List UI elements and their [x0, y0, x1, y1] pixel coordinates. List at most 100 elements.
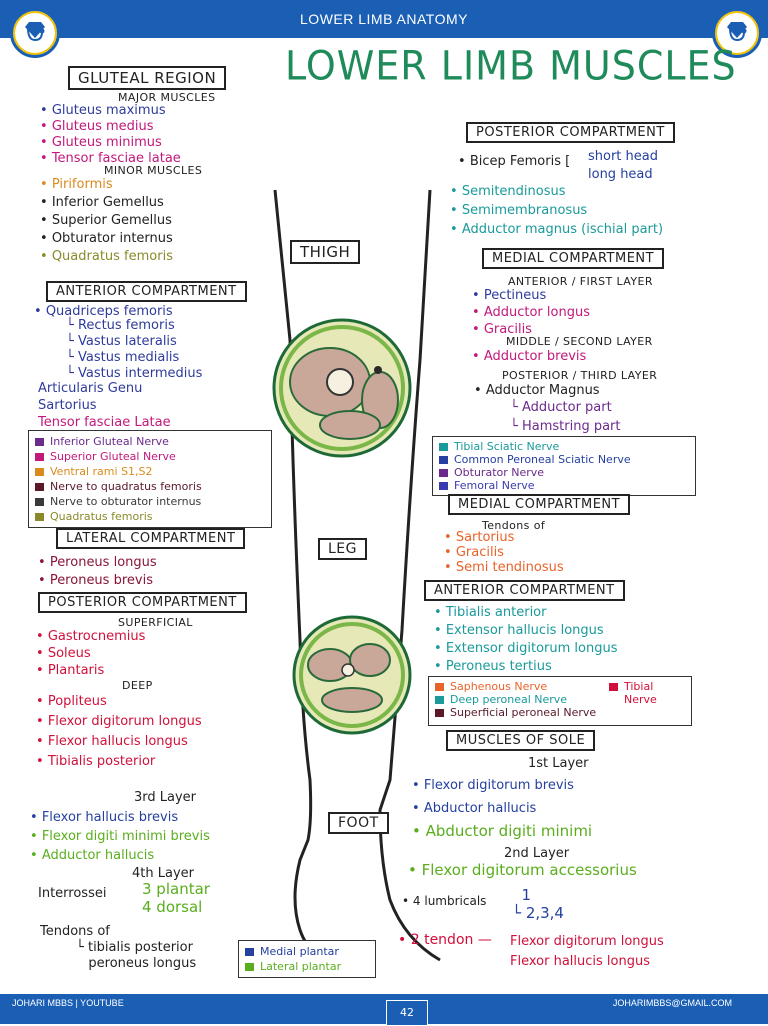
quadriceps-label: • Quadriceps femoris	[34, 304, 173, 319]
list-item: • Peroneus brevis	[38, 573, 153, 588]
layer4-label: 4th Layer	[132, 866, 194, 881]
list-item: • Plantaris	[36, 663, 105, 678]
list-item: • Flexor hallucis brevis	[30, 810, 179, 825]
stethoscope-icon	[727, 22, 747, 42]
legend-item: Saphenous Nerve	[435, 680, 685, 693]
list-item: • Pectineus	[472, 288, 547, 303]
list-item: Sartorius	[38, 398, 97, 413]
list-item: • Flexor digitorum longus	[36, 714, 202, 729]
third-layer-label: POSTERIOR / THIRD LAYER	[502, 369, 658, 382]
list-item: • Abductor hallucis	[412, 801, 537, 816]
interossei-sub-list: 3 plantar 4 dorsal	[142, 880, 210, 916]
list-item: • Gluteus medius	[40, 119, 154, 134]
magnus-parts-list: └ Adductor part └ Hamstring part	[510, 398, 620, 436]
gluteal-major-list: • Gluteus maximus • Gluteus medius • Glu…	[40, 103, 181, 167]
legend-item: Ventral rami S1,S2	[35, 464, 265, 479]
list-item: 1	[521, 886, 532, 904]
list-item: • Gluteus minimus	[40, 135, 162, 150]
legend-item: Nerve to quadratus femoris	[35, 479, 265, 494]
list-item: • Semimembranosus	[450, 203, 588, 218]
swatch-icon	[439, 481, 448, 490]
minor-muscles-label: MINOR MUSCLES	[104, 164, 203, 177]
list-item: short head	[588, 149, 658, 164]
tendons-of-label: Tendons of	[482, 519, 546, 532]
swatch-icon	[439, 442, 448, 451]
leg-medial-list: • Sartorius • Gracilis • Semi tendinosus	[444, 530, 564, 575]
header-title: LOWER LIMB ANATOMY	[300, 11, 468, 27]
list-item: • Flexor hallucis longus	[36, 734, 188, 749]
list-item: └ Rectus femoris	[66, 318, 175, 333]
list-item: Articularis Genu	[38, 381, 143, 396]
swatch-icon	[35, 512, 44, 521]
list-item: • Obturator internus	[40, 231, 173, 246]
tendon-items-list: Flexor digitorum longus Flexor hallucis …	[510, 932, 664, 972]
region-label-foot: FOOT	[328, 812, 389, 834]
thigh-anterior-title: ANTERIOR COMPARTMENT	[46, 281, 247, 302]
list-item: • Gluteus maximus	[40, 103, 166, 118]
thigh-posterior-title: POSTERIOR COMPARTMENT	[466, 122, 675, 143]
swatch-icon	[35, 437, 44, 446]
list-item: peroneus longus	[88, 956, 197, 971]
list-item: • Tensor fasciae latae	[40, 151, 181, 166]
logo-right	[712, 8, 762, 58]
layer2-label: 2nd Layer	[504, 846, 570, 861]
list-item: • Extensor digitorum longus	[434, 641, 618, 656]
thigh-nerves-legend: Tibial Sciatic Nerve Common Peroneal Sci…	[432, 436, 696, 496]
legend-item: Superficial peroneal Nerve	[435, 706, 685, 719]
legend-item: Tibial Sciatic Nerve	[439, 440, 689, 453]
adductor-magnus-label: • Adductor Magnus	[474, 383, 600, 398]
logo-left	[10, 8, 60, 58]
swatch-icon	[35, 497, 44, 506]
list-item: 3 plantar	[142, 880, 210, 898]
list-item: Flexor digitorum longus	[510, 934, 664, 949]
legend-item: Deep peroneal Nerve	[435, 693, 685, 706]
bicep-heads-list: short head long head	[588, 148, 658, 184]
leg-lateral-list: • Peroneus longus • Peroneus brevis	[38, 554, 157, 590]
stethoscope-icon	[25, 22, 45, 42]
legend-item: Common Peroneal Sciatic Nerve	[439, 453, 689, 466]
region-label-thigh: THIGH	[290, 240, 361, 264]
gluteal-minor-list: • Piriformis • Inferior Gemellus • Super…	[40, 176, 173, 266]
swatch-icon	[439, 455, 448, 464]
swatch-icon	[245, 947, 254, 956]
layer1-label: 1st Layer	[528, 756, 589, 771]
swatch-icon	[35, 452, 44, 461]
page-title: LOWER LIMB MUSCLES	[285, 42, 737, 90]
tendons-sub-list: └ tibialis posterior peroneus longus	[76, 940, 196, 972]
gluteal-nerves-legend: Inferior Gluteal Nerve Superior Gluteal …	[28, 430, 272, 528]
list-item: • Quadratus femoris	[40, 249, 173, 264]
legend-item: Lateral plantar	[245, 959, 369, 974]
layer3-label: 3rd Layer	[134, 790, 197, 805]
layer3-list: • Flexor hallucis brevis • Flexor digiti…	[30, 808, 210, 865]
list-item: • Extensor hallucis longus	[434, 623, 604, 638]
list-item: • Tibialis posterior	[36, 754, 156, 769]
region-label-leg: LEG	[318, 538, 367, 560]
legend-item: Obturator Nerve	[439, 466, 689, 479]
lumbricals-sub-list: 1 └ 2,3,4	[512, 886, 564, 922]
list-item: • Sartorius	[444, 530, 515, 545]
list-item: • Tibialis anterior	[434, 605, 547, 620]
list-item: • Flexor digitorum brevis	[412, 778, 574, 793]
list-item: └ 2,3,4	[512, 904, 564, 922]
legend-item: Quadratus femoris	[35, 509, 265, 524]
legend-item: Inferior Gluteal Nerve	[35, 434, 265, 449]
leg-deep-list: • Popliteus • Flexor digitorum longus • …	[36, 692, 202, 772]
list-item: └ Vastus lateralis	[66, 334, 177, 349]
swatch-icon	[245, 962, 254, 971]
list-item: └ tibialis posterior	[76, 940, 193, 955]
list-item: • Superior Gemellus	[40, 213, 172, 228]
tibial-nerve-item: Tibial Nerve	[609, 680, 674, 706]
muscles-of-sole-title: MUSCLES OF SOLE	[446, 730, 596, 751]
thigh-anterior-others: Articularis Genu Sartorius Tensor fascia…	[38, 380, 171, 431]
leg-superficial-list: • Gastrocnemius • Soleus • Plantaris	[36, 628, 145, 679]
superficial-label: SUPERFICIAL	[118, 616, 193, 629]
list-item: • Gracilis	[472, 322, 532, 337]
legend-item: Nerve to obturator internus	[35, 494, 265, 509]
footer-left-text: JOHARI MBBS | YOUTUBE	[12, 998, 124, 1008]
page-number: 42	[386, 1000, 428, 1026]
legend-item: Femoral Nerve	[439, 479, 689, 492]
list-item: Flexor hallucis longus	[510, 954, 650, 969]
gluteal-region-title: GLUTEAL REGION	[68, 66, 227, 90]
list-item: • Popliteus	[36, 694, 107, 709]
tendon-prefix: • 2 tendon —	[398, 932, 492, 948]
